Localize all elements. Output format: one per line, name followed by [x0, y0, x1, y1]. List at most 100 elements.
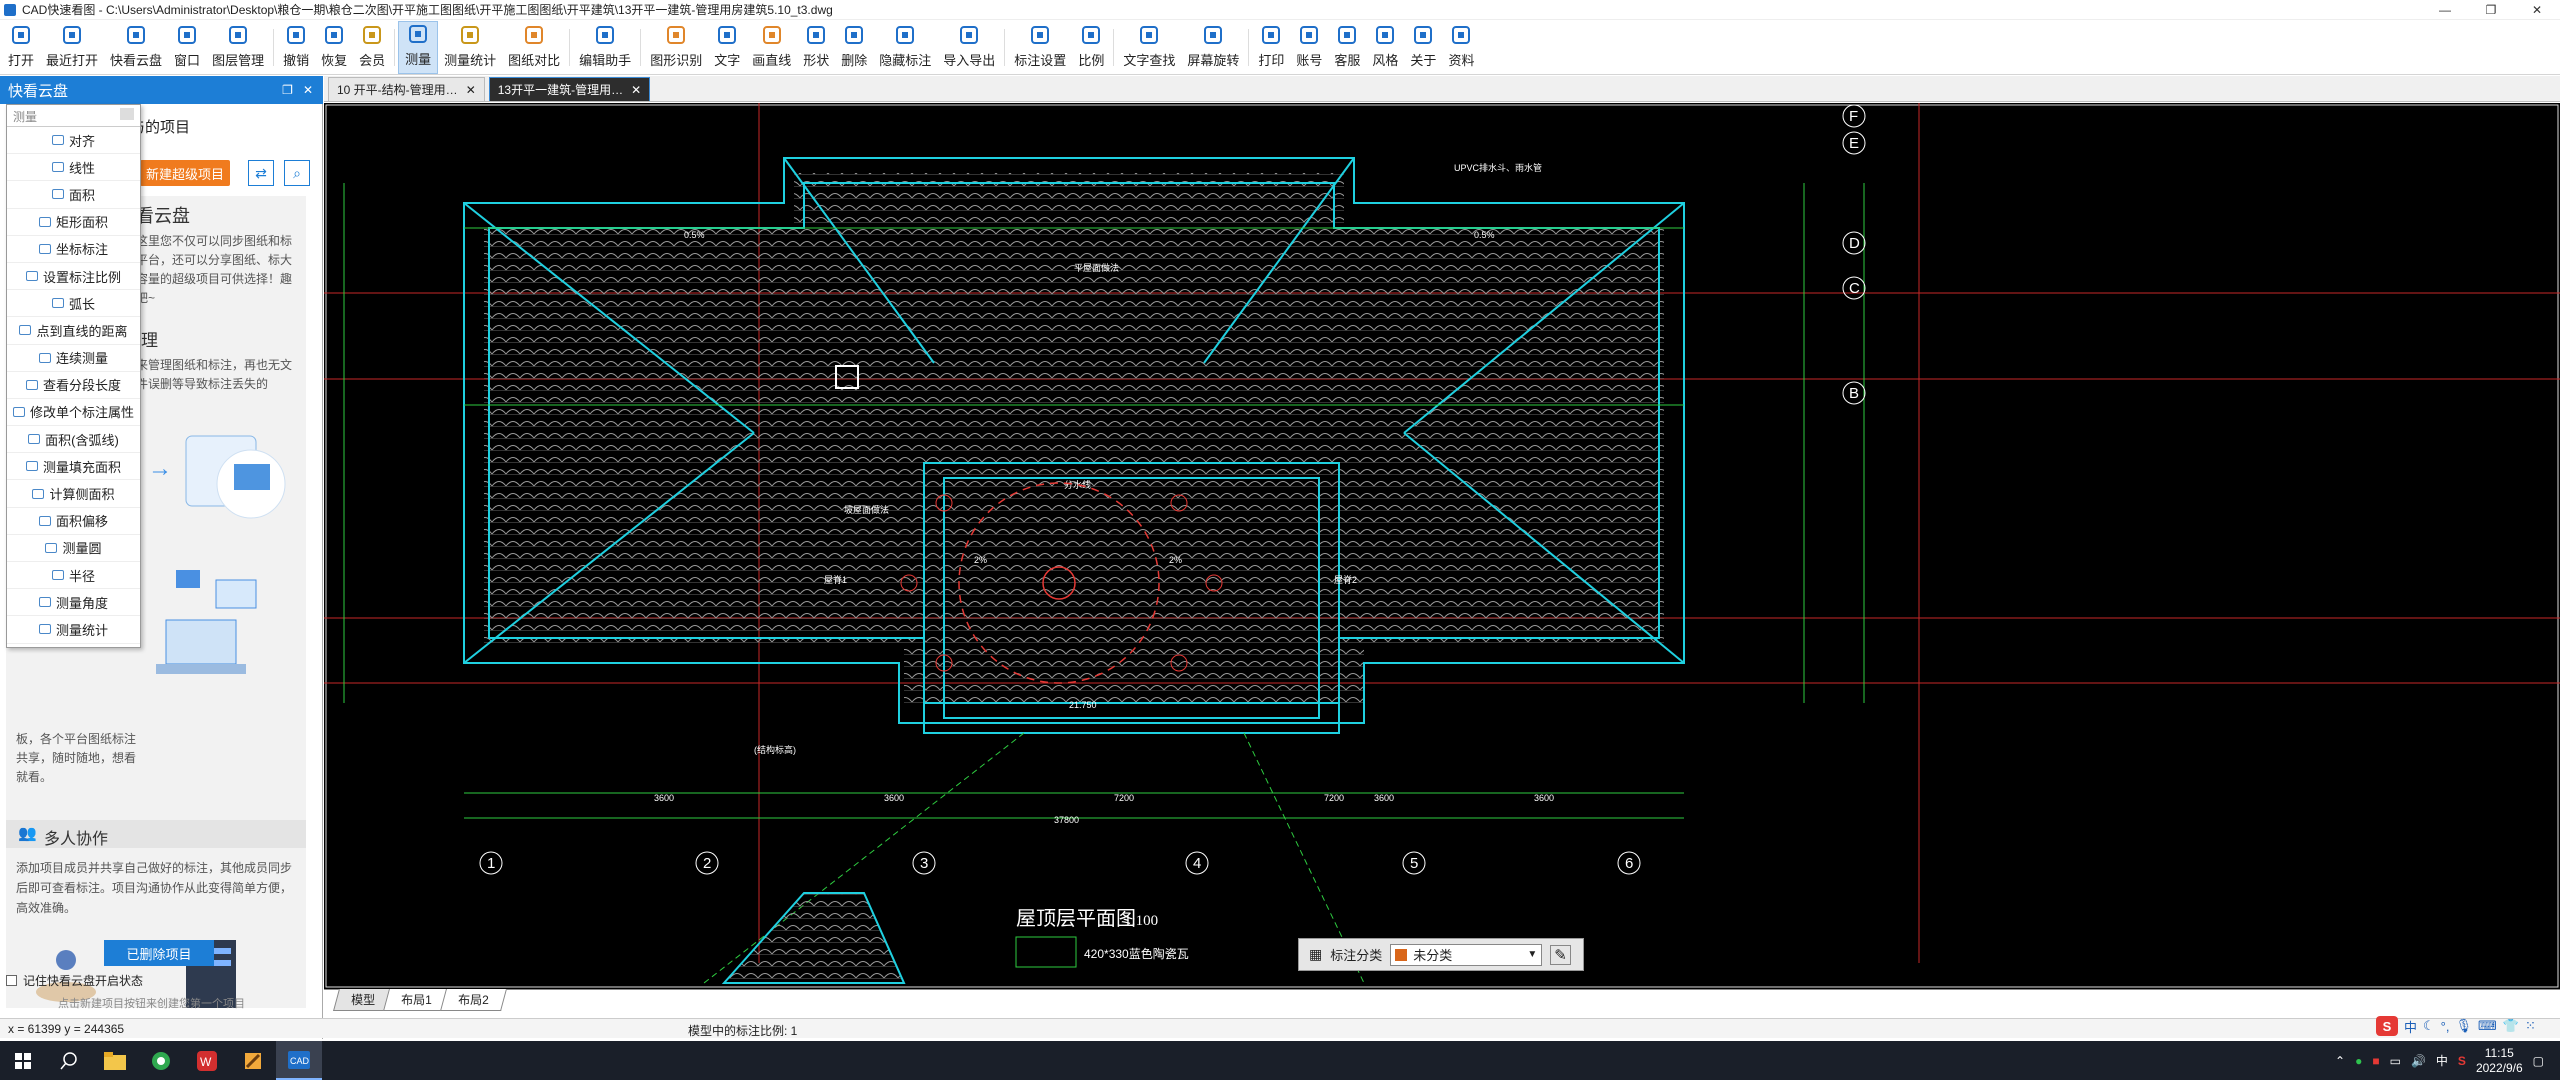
toolbar-hide-annotation-button[interactable]: 隐藏标注 — [873, 21, 937, 74]
cad-viewer-taskbar-icon[interactable]: CAD — [276, 1041, 322, 1080]
deleted-projects-button[interactable]: 已删除项目 — [104, 940, 214, 966]
ime-mic-icon[interactable]: 🎙 — [2455, 1018, 2472, 1033]
measure-menu-item[interactable]: 矩形面积 — [7, 209, 140, 236]
measure-menu-item[interactable]: 对齐 — [7, 127, 140, 155]
measure-menu-item[interactable]: 计算侧面积 — [7, 480, 140, 508]
toolbar-vip-button[interactable]: 会员 — [353, 21, 391, 74]
restore-button[interactable]: ❐ — [2485, 2, 2497, 17]
selection-marker[interactable] — [835, 365, 859, 389]
tray-app-icon[interactable]: ■ — [2372, 1053, 2380, 1068]
measure-search[interactable]: 测量 — [7, 105, 140, 127]
remember-row: 记住快看云盘开启状态 — [6, 972, 143, 989]
ime-keyboard-icon[interactable]: ⌨ — [2478, 1018, 2497, 1033]
search-icon[interactable] — [46, 1041, 92, 1080]
tab-close-icon[interactable]: ✕ — [465, 82, 476, 97]
toolbar-text-search-button[interactable]: 文字查找 — [1117, 21, 1181, 74]
sogou-ime-icon[interactable]: S — [2376, 1016, 2398, 1036]
toolbar-annotation-settings-button[interactable]: 标注设置 — [1008, 21, 1072, 74]
measure-menu-item[interactable]: 面积(含弧线) — [7, 426, 140, 454]
notification-icon[interactable]: ▢ — [2532, 1053, 2544, 1068]
remember-checkbox[interactable] — [6, 975, 17, 986]
toolbar-edit-assistant-button[interactable]: 编辑助手 — [573, 21, 637, 74]
promo-title: 看云盘 — [136, 206, 190, 226]
toolbar-style-button[interactable]: 风格 — [1366, 21, 1404, 74]
toolbar-library-button[interactable]: 资料 — [1442, 21, 1480, 74]
ime-punct-icon[interactable]: °, — [2440, 1018, 2450, 1034]
toolbar-compare-button[interactable]: 图纸对比 — [502, 21, 566, 74]
measure-menu-item[interactable]: 修改单个标注属性 — [7, 399, 140, 427]
measure-menu-item[interactable]: 连续测量 — [7, 345, 140, 372]
file-explorer-icon[interactable] — [92, 1041, 138, 1080]
tray-up-icon[interactable]: ⌃ — [2335, 1053, 2346, 1068]
browser-icon[interactable] — [138, 1041, 184, 1080]
start-icon[interactable] — [0, 1041, 46, 1080]
measure-menu-item[interactable]: 测量填充面积 — [7, 453, 140, 481]
toolbar-shape-button[interactable]: 形状 — [797, 21, 835, 74]
sync-icon[interactable]: ⇄ — [248, 160, 274, 186]
ime-grid-icon[interactable]: ⁙ — [2524, 1018, 2536, 1033]
grid-view-icon[interactable]: ▦ — [1309, 946, 1323, 962]
measure-menu-item[interactable]: 设置标注比例 — [7, 263, 140, 291]
tab-architecture-drawing[interactable]: 13开平一建筑-管理用…✕ — [488, 77, 651, 101]
search-icon[interactable]: ⌕ — [284, 160, 310, 186]
ime-mode[interactable]: 中 — [2404, 1019, 2418, 1035]
tab-close-icon[interactable]: ✕ — [631, 82, 642, 97]
toolbar-print-button[interactable]: 打印 — [1252, 21, 1290, 74]
toolbar-window-button[interactable]: 窗口 — [168, 21, 206, 74]
ime-moon-icon[interactable]: ☾ — [2423, 1018, 2435, 1033]
measure-menu-item[interactable]: 坐标标注 — [7, 236, 140, 263]
toolbar-text-button[interactable]: 文字 — [708, 21, 746, 74]
measure-menu-item[interactable]: 面积偏移 — [7, 508, 140, 535]
toolbar-history-button[interactable]: 最近打开 — [40, 21, 104, 74]
measure-menu-item[interactable]: 线性 — [7, 154, 140, 182]
toolbar-measure-stats-button[interactable]: 测量统计 — [438, 21, 502, 74]
roof-plan-drawing[interactable]: 3600 3600 7200 7200 3600 3600 37800 0.5%… — [324, 103, 2560, 989]
measure-menu-item[interactable]: 测量统计 — [7, 616, 140, 644]
measure-menu-item[interactable]: 面积 — [7, 181, 140, 209]
minimize-button[interactable]: — — [2439, 2, 2451, 17]
drawing-canvas[interactable]: 3600 3600 7200 7200 3600 3600 37800 0.5%… — [324, 103, 2560, 989]
measure-menu-item[interactable]: 点到直线的距离 — [7, 317, 140, 345]
toolbar-headset-button[interactable]: 客服 — [1328, 21, 1366, 74]
tab-structure-drawing[interactable]: 10 开平-结构-管理用…✕ — [328, 77, 485, 101]
toolbar-account-button[interactable]: 账号 — [1290, 21, 1328, 74]
tab-layout1[interactable]: 布局1 — [383, 988, 450, 1011]
window-icon — [174, 23, 200, 47]
toolbar-rotate-screen-button[interactable]: 屏幕旋转 — [1181, 21, 1245, 74]
clear-icon[interactable] — [120, 108, 134, 120]
toolbar-cloud-button[interactable]: 快看云盘 — [104, 21, 168, 74]
clock[interactable]: 11:15 2022/9/6 — [2476, 1046, 2523, 1076]
annotation-category-select[interactable]: 未分类 ▼ — [1390, 943, 1543, 966]
toolbar-label: 编辑助手 — [579, 53, 632, 68]
measure-menu-item[interactable]: 半径 — [7, 562, 140, 590]
tray-volume-icon[interactable]: 🔊 — [2410, 1053, 2426, 1068]
edit-category-icon[interactable]: ✎ — [1550, 944, 1571, 965]
new-project-button[interactable]: 新建超级项目 — [140, 160, 230, 186]
panel-close-icon[interactable]: ✕ — [302, 83, 313, 97]
toolbar-shape-recognition-button[interactable]: 图形识别 — [644, 21, 708, 74]
toolbar-redo-button[interactable]: 恢复 — [315, 21, 353, 74]
toolbar-folder-button[interactable]: 打开 — [2, 21, 40, 74]
toolbar-layers-button[interactable]: 图层管理 — [206, 21, 270, 74]
toolbar-eraser-button[interactable]: 删除 — [835, 21, 873, 74]
toolbar-measure-button[interactable]: 测量 — [398, 21, 439, 74]
close-button[interactable]: ✕ — [2531, 2, 2543, 17]
measure-menu-item[interactable]: 测量角度 — [7, 589, 140, 617]
undock-icon[interactable]: ❐ — [282, 83, 293, 97]
paint-icon[interactable] — [230, 1041, 276, 1080]
tab-layout2[interactable]: 布局2 — [439, 988, 507, 1011]
measure-menu-item[interactable]: 查看分段长度 — [7, 372, 140, 399]
tray-network-icon[interactable]: ▭ — [2389, 1053, 2401, 1068]
tray-wechat-icon[interactable]: ● — [2355, 1053, 2363, 1068]
toolbar-import-export-button[interactable]: 导入导出 — [937, 21, 1001, 74]
toolbar-scale-button[interactable]: 比例 — [1072, 21, 1110, 74]
wps-icon[interactable]: W — [184, 1041, 230, 1080]
toolbar-info-button[interactable]: 关于 — [1404, 21, 1442, 74]
measure-menu-item[interactable]: 弧长 — [7, 290, 140, 318]
tray-ime-cn[interactable]: 中 — [2435, 1054, 2448, 1068]
ime-shirt-icon[interactable]: 👕 — [2502, 1018, 2519, 1033]
measure-menu-item[interactable]: 测量圆 — [7, 535, 140, 562]
tray-sogou-icon[interactable]: S — [2457, 1053, 2466, 1068]
toolbar-undo-button[interactable]: 撤销 — [277, 21, 315, 74]
toolbar-line-button[interactable]: 画直线 — [746, 21, 797, 74]
